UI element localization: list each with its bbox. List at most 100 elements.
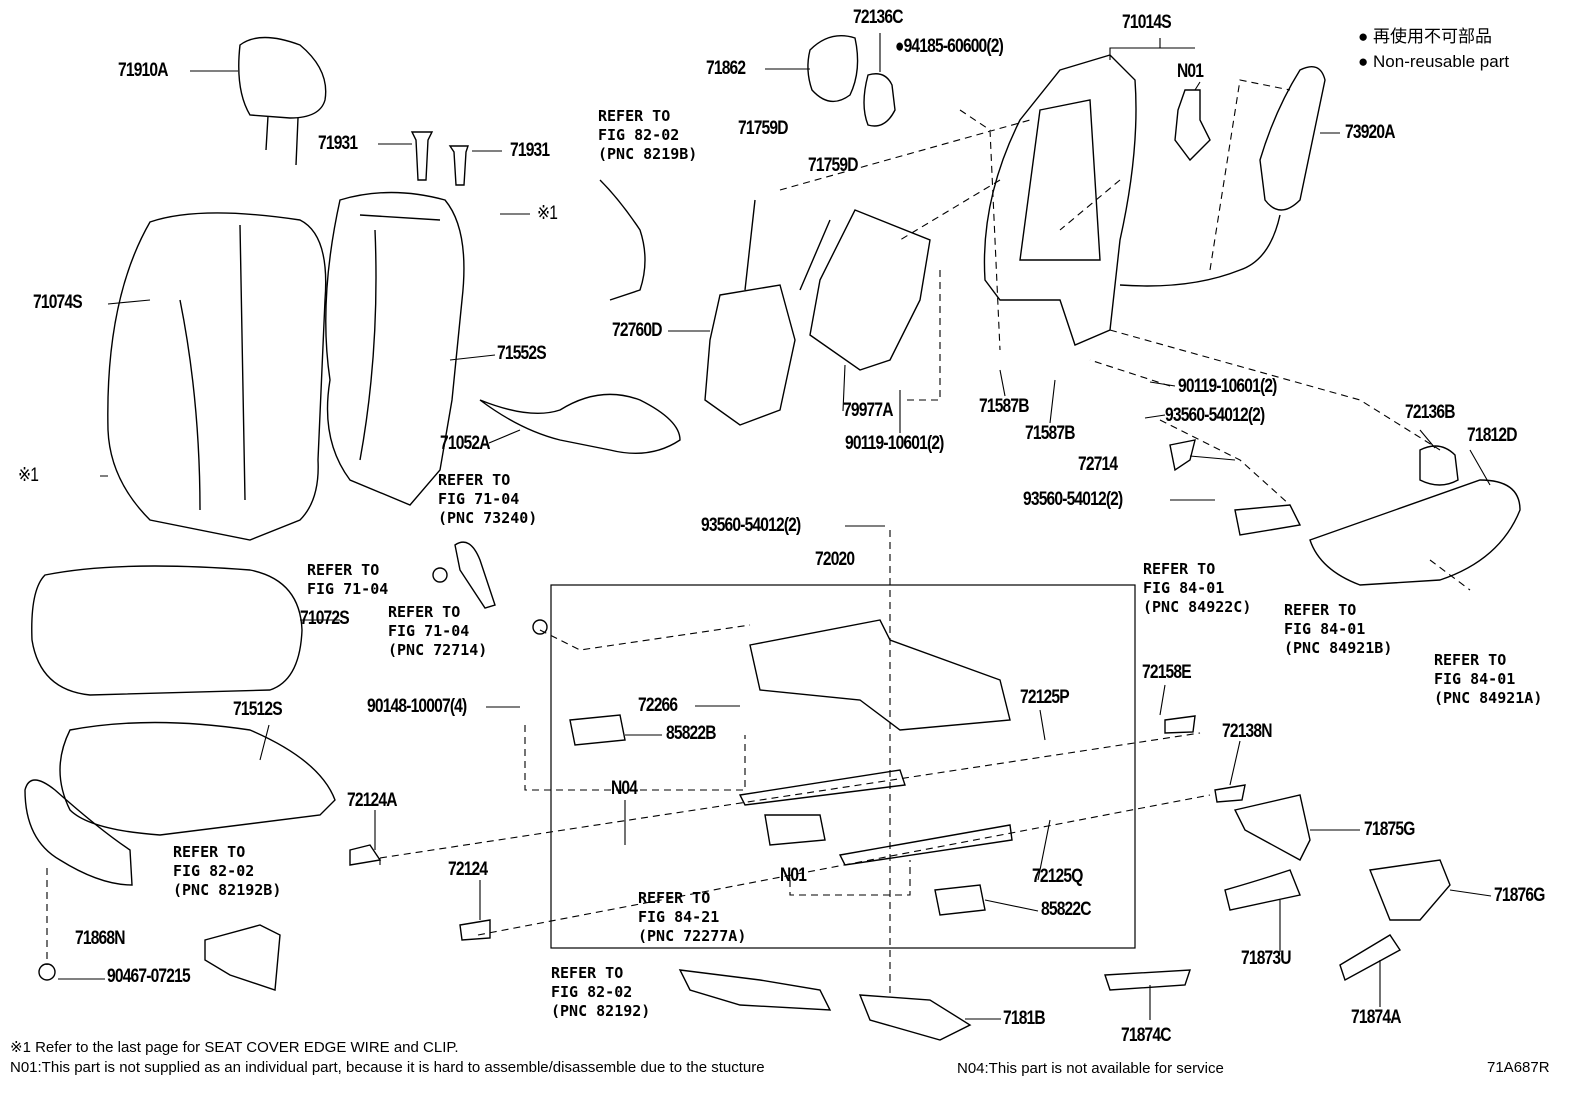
part-label[interactable]: 71074S — [33, 292, 83, 313]
motor-85822B — [569, 714, 626, 746]
part-label[interactable]: 71931 — [318, 133, 358, 154]
refer-note[interactable]: REFER TO FIG 71-04 (PNC 73240) — [438, 471, 538, 527]
part-label[interactable]: 72760D — [612, 320, 662, 341]
part-label[interactable]: 90119-10601(2) — [845, 433, 944, 454]
part-label[interactable]: 71874C — [1121, 1025, 1171, 1046]
part-label[interactable]: 85822C — [1041, 899, 1091, 920]
lever-73240 — [454, 541, 496, 609]
part-label[interactable]: ●94185-60600(2) — [895, 36, 1004, 57]
part-label[interactable]: 71862 — [706, 58, 746, 79]
seat-adjuster-box — [550, 584, 1136, 949]
cushion-cover-71072S — [31, 565, 303, 696]
seat-adjuster-72020 — [749, 619, 1011, 731]
refer-note[interactable]: REFER TO FIG 71-04 (PNC 72714) — [388, 603, 488, 659]
part-label[interactable]: 72125Q — [1032, 866, 1083, 887]
part-label[interactable]: 72138N — [1222, 721, 1272, 742]
part-label[interactable]: 71587B — [1025, 423, 1075, 444]
part-label[interactable]: 72266 — [638, 695, 678, 716]
legend-en: ● Non-reusable part — [1358, 49, 1509, 74]
part-label[interactable]: 7181B — [1003, 1008, 1046, 1029]
note-marker: ※1 — [18, 465, 39, 486]
legend: ● 再使用不可部品 ● Non-reusable part — [1358, 24, 1509, 74]
part-label[interactable]: 72020 — [815, 549, 855, 570]
refer-note[interactable]: REFER TO FIG 84-01 (PNC 84922C) — [1143, 560, 1252, 616]
part-label[interactable]: N04 — [611, 778, 638, 799]
note-marker: ※1 — [537, 203, 558, 224]
part-label[interactable]: 93560-54012(2) — [701, 515, 801, 536]
part-label[interactable]: 71873U — [1241, 948, 1291, 969]
part-label[interactable]: 93560-54012(2) — [1023, 489, 1123, 510]
part-label[interactable]: 72158E — [1142, 662, 1192, 683]
footnote-n04: N04:This part is not available for servi… — [957, 1060, 1224, 1077]
part-label[interactable]: 71868N — [75, 928, 125, 949]
part-label[interactable]: 71910A — [118, 60, 168, 81]
refer-note[interactable]: REFER TO FIG 84-01 (PNC 84921B) — [1284, 601, 1393, 657]
board-79977A — [809, 209, 931, 371]
part-label[interactable]: 71759D — [808, 155, 858, 176]
footnote-n01: N01:This part is not supplied as an indi… — [10, 1059, 765, 1076]
switch-84922C — [1234, 504, 1302, 536]
part-label[interactable]: 73920A — [1345, 122, 1395, 143]
motor-n01-top — [1174, 89, 1211, 162]
part-label[interactable]: 72125P — [1020, 687, 1070, 708]
harness-71052A — [479, 393, 681, 455]
legend-en-text: Non-reusable part — [1373, 52, 1510, 71]
part-label[interactable]: 71072S — [300, 608, 350, 629]
legend-jp: ● 再使用不可部品 — [1358, 24, 1509, 49]
cover-71875G — [1233, 794, 1311, 861]
part-label[interactable]: 71812D — [1467, 425, 1517, 446]
part-label[interactable]: 85822B — [666, 723, 716, 744]
part-label[interactable]: 72124A — [347, 790, 397, 811]
part-label[interactable]: 72136C — [853, 7, 903, 28]
seatback-frame-71014S — [983, 54, 1137, 346]
bullet-icon: ● — [1358, 52, 1369, 71]
harness-82192B — [204, 924, 281, 991]
bracket-72714 — [1169, 439, 1196, 472]
bolt-71931b — [448, 145, 469, 186]
part-label[interactable]: 71587B — [979, 396, 1029, 417]
motor-n01-mid — [764, 814, 826, 846]
refer-note[interactable]: REFER TO FIG 82-02 (PNC 8219B) — [598, 107, 698, 163]
motor-85822C — [934, 884, 986, 916]
part-label[interactable]: 71931 — [510, 140, 550, 161]
harness-82192 — [678, 969, 832, 1011]
part-label[interactable]: N01 — [780, 865, 807, 886]
part-label[interactable]: 71014S — [1122, 12, 1172, 33]
part-label[interactable]: 72124 — [448, 859, 488, 880]
part-label[interactable]: 71552S — [497, 343, 547, 364]
part-label[interactable]: 90467-07215 — [107, 966, 191, 987]
bolt-71931a — [410, 131, 434, 181]
cover-71876G — [1369, 859, 1451, 921]
legend-jp-text: 再使用不可部品 — [1373, 27, 1493, 46]
cover-71874C — [1104, 969, 1191, 991]
part-label[interactable]: 72136B — [1405, 402, 1455, 423]
bullet-icon: ● — [1358, 27, 1369, 46]
part-label[interactable]: 71512S — [233, 699, 283, 720]
knob-72136C — [863, 73, 896, 127]
diagram-code: 71A687R — [1487, 1059, 1550, 1076]
cushion-pad-71512S — [59, 721, 336, 836]
refer-note[interactable]: REFER TO FIG 84-01 (PNC 84921A) — [1434, 651, 1543, 707]
refer-note[interactable]: REFER TO FIG 71-04 — [307, 561, 389, 598]
part-label[interactable]: 71876G — [1494, 885, 1545, 906]
harness-8219B — [599, 179, 646, 301]
part-label[interactable]: 90148-10007(4) — [367, 696, 467, 717]
part-label[interactable]: 72714 — [1078, 454, 1118, 475]
part-label[interactable]: 71875G — [1364, 819, 1415, 840]
part-label[interactable]: 93560-54012(2) — [1165, 405, 1265, 426]
lumbar-72760D — [704, 284, 796, 426]
side-cover-73920A — [1259, 66, 1326, 211]
part-label[interactable]: 71052A — [440, 433, 490, 454]
headrest-shape — [238, 36, 327, 119]
part-label[interactable]: 71874A — [1351, 1007, 1401, 1028]
part-label[interactable]: 90119-10601(2) — [1178, 376, 1277, 397]
part-label[interactable]: N01 — [1177, 61, 1204, 82]
refer-note[interactable]: REFER TO FIG 82-02 (PNC 82192) — [551, 964, 651, 1020]
bezel-71862 — [807, 35, 859, 103]
part-label[interactable]: 79977A — [843, 400, 893, 421]
part-label[interactable]: 71759D — [738, 118, 788, 139]
refer-note[interactable]: REFER TO FIG 84-21 (PNC 72277A) — [638, 889, 747, 945]
refer-note[interactable]: REFER TO FIG 82-02 (PNC 82192B) — [173, 843, 282, 899]
